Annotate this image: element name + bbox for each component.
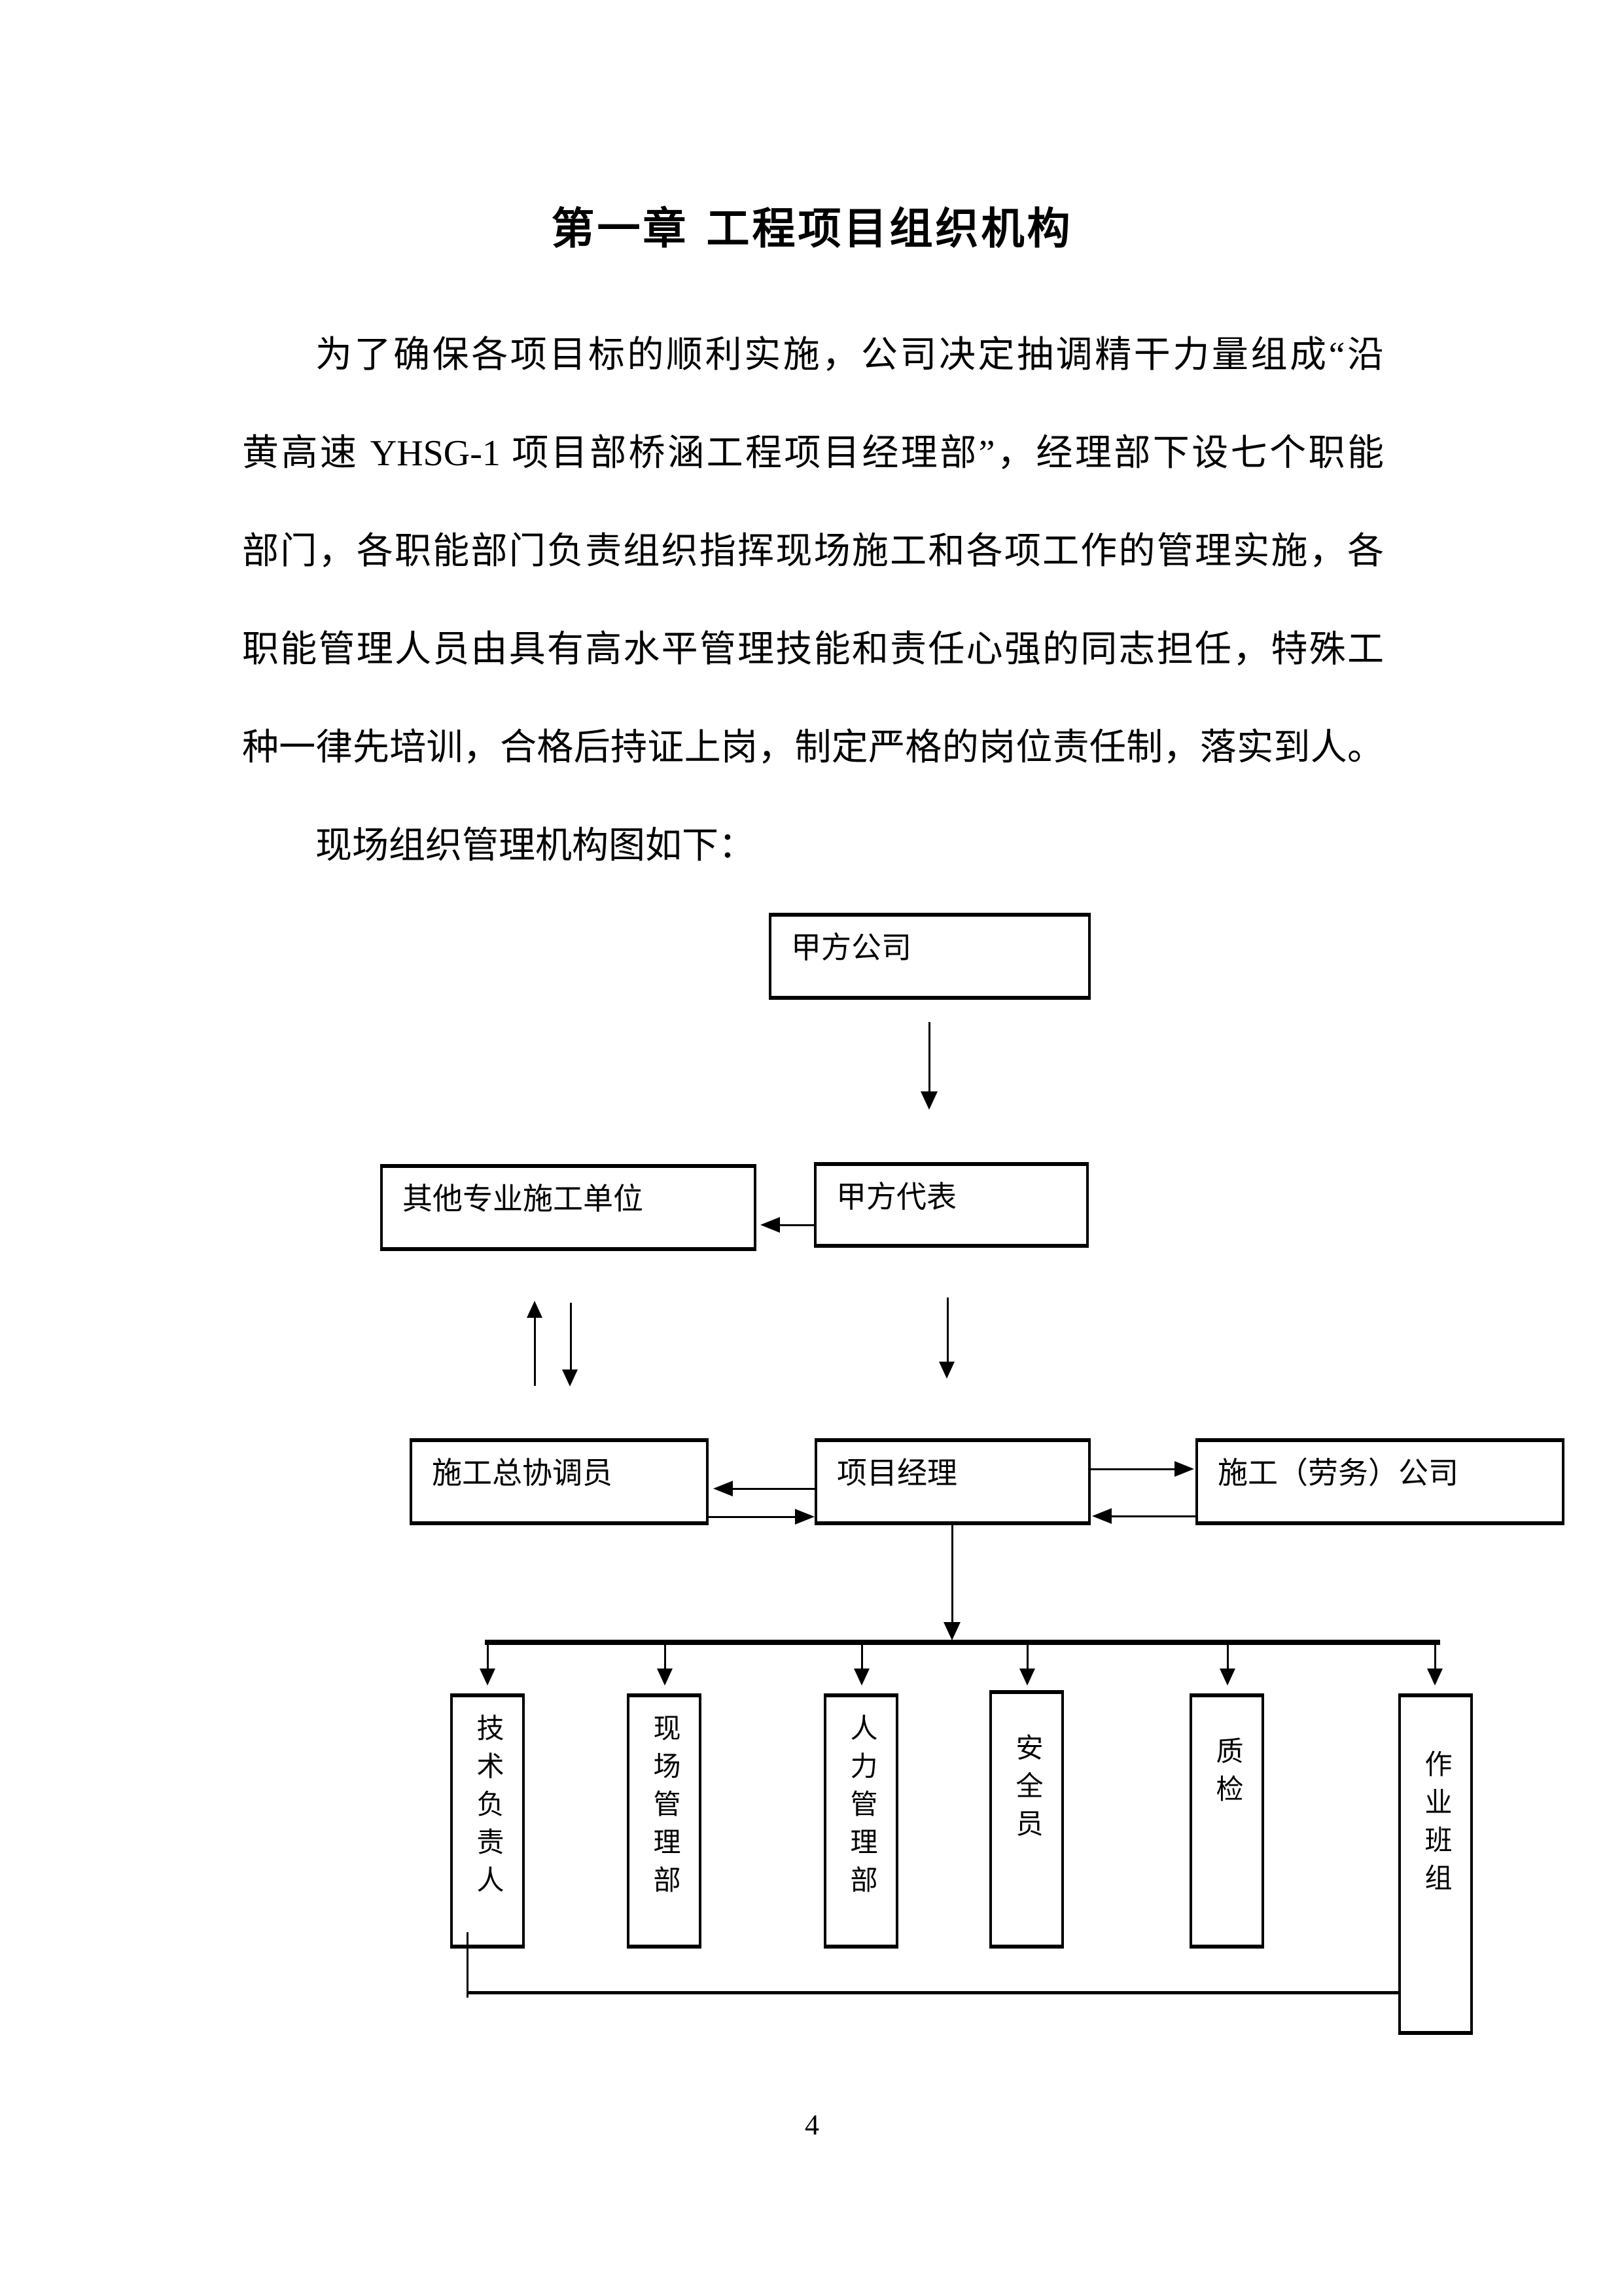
page-number: 4	[805, 2109, 819, 2141]
node-other-units: 其他专业施工单位	[380, 1164, 756, 1251]
arrow-left-icon	[1092, 1508, 1112, 1524]
arrow-left-icon	[760, 1217, 780, 1233]
node-label: 其他专业施工单位	[402, 1182, 643, 1216]
arrow-right-icon	[1174, 1461, 1194, 1477]
arrow-shaft	[709, 1516, 795, 1518]
node-label: 项目经理	[837, 1457, 957, 1490]
arrow-shaft	[1434, 1645, 1436, 1670]
node-party-a-rep: 甲方代表	[814, 1162, 1089, 1248]
paragraph-line: 职能管理人员由具有高水平管理技能和责任心强的同志担任，特殊工	[242, 629, 1384, 670]
arrow-down-icon	[939, 1362, 955, 1379]
node-label: 甲方公司	[791, 931, 911, 964]
node-label: 技术负责人	[472, 1714, 503, 1903]
node-dept-qc: 质检	[1190, 1693, 1264, 1949]
connector-line	[467, 1932, 468, 1998]
node-party-a-company: 甲方公司	[769, 913, 1091, 1000]
node-dept-safety: 安全员	[989, 1690, 1064, 1949]
node-dept-site: 现场管理部	[627, 1693, 701, 1949]
node-dept-team: 作业班组	[1398, 1693, 1473, 2035]
arrow-down-icon	[480, 1669, 495, 1686]
arrow-down-icon	[854, 1669, 870, 1686]
arrow-shaft	[487, 1645, 489, 1670]
arrow-left-icon	[713, 1481, 733, 1496]
arrow-shaft	[951, 1525, 953, 1623]
arrow-shaft	[664, 1645, 666, 1670]
node-dept-tech: 技术负责人	[450, 1693, 525, 1949]
arrow-shaft	[1112, 1515, 1195, 1517]
node-labor-company: 施工（劳务）公司	[1195, 1438, 1564, 1525]
arrow-shaft	[1227, 1645, 1229, 1670]
distribution-line	[485, 1640, 1440, 1645]
arrow-shaft	[947, 1298, 949, 1363]
arrow-shaft	[861, 1645, 863, 1670]
node-label: 施工总协调员	[432, 1457, 612, 1490]
node-label: 施工（劳务）公司	[1218, 1457, 1458, 1490]
arrow-shaft	[1027, 1645, 1029, 1670]
arrow-down-icon	[562, 1369, 578, 1386]
arrow-down-icon	[1019, 1669, 1035, 1686]
arrow-down-icon	[1220, 1669, 1235, 1686]
arrow-down-icon	[1427, 1669, 1443, 1686]
arrow-shaft	[1091, 1468, 1174, 1470]
body-paragraph: 为了确保各项目标的顺利实施，公司决定抽调精干力量组成“沿 黄高速 YHSG-1 …	[242, 306, 1384, 895]
arrow-down-icon	[944, 1622, 961, 1640]
paragraph-line: 黄高速 YHSG-1 项目部桥涵工程项目经理部”，经理部下设七个职能	[242, 433, 1384, 474]
connector-line	[467, 1991, 1398, 1994]
arrow-shaft	[570, 1303, 572, 1371]
paragraph-line: 种一律先培训，合格后持证上岗，制定严格的岗位责任制，落实到人。	[242, 728, 1384, 768]
arrow-shaft	[534, 1316, 536, 1386]
node-label: 作业班组	[1421, 1750, 1451, 1901]
arrow-shaft	[928, 1022, 930, 1093]
node-label: 质检	[1212, 1737, 1242, 1812]
node-label: 人力管理部	[846, 1714, 876, 1903]
arrow-shaft	[733, 1488, 815, 1490]
arrow-shaft	[780, 1224, 814, 1226]
arrow-down-icon	[921, 1091, 938, 1110]
page-title: 第一章 工程项目组织机构	[551, 203, 1073, 254]
diagram-caption: 现场组织管理机构图如下：	[315, 826, 755, 866]
paragraph-line: 部门，各职能部门负责组织指挥现场施工和各项工作的管理实施，各	[242, 531, 1384, 572]
arrow-down-icon	[657, 1669, 673, 1686]
arrow-up-icon	[527, 1301, 542, 1318]
arrow-right-icon	[795, 1509, 815, 1525]
node-label: 现场管理部	[649, 1714, 679, 1903]
node-project-manager: 项目经理	[815, 1438, 1091, 1525]
node-label: 安全员	[1012, 1733, 1042, 1847]
node-coordinator: 施工总协调员	[410, 1438, 709, 1525]
node-label: 甲方代表	[836, 1180, 957, 1214]
node-dept-hr: 人力管理部	[824, 1693, 898, 1949]
paragraph-line: 为了确保各项目标的顺利实施，公司决定抽调精干力量组成“沿	[315, 335, 1384, 376]
